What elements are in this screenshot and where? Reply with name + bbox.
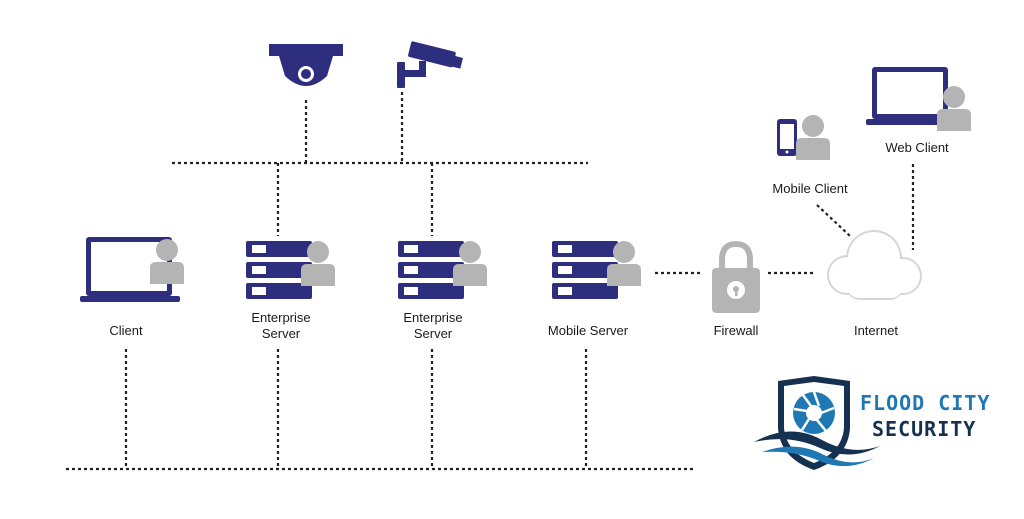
firewall-node: Firewall	[712, 240, 760, 338]
web-client-node: Web Client	[866, 67, 971, 155]
client-node: Client	[80, 237, 184, 338]
person-icon	[796, 115, 830, 160]
internet-label: Internet	[854, 323, 898, 338]
padlock-icon	[712, 240, 760, 313]
connection-lines	[66, 92, 915, 471]
dome-camera-icon	[269, 44, 343, 86]
enterprise-server-1-label-line2: Server	[262, 326, 301, 341]
laptop-icon	[866, 67, 954, 125]
web-client-label: Web Client	[885, 140, 949, 155]
logo-text-line1: FLOOD CITY	[860, 391, 990, 415]
bullet-camera-icon	[397, 41, 463, 88]
firewall-label: Firewall	[714, 323, 759, 338]
cloud-icon	[827, 230, 922, 300]
enterprise-server-2-node: Enterprise Server	[398, 241, 487, 341]
client-label: Client	[109, 323, 143, 338]
smartphone-icon	[777, 119, 797, 156]
mobile-client-label: Mobile Client	[772, 181, 848, 196]
enterprise-server-1-label-line1: Enterprise	[251, 310, 310, 325]
logo-text-line2: SECURITY	[872, 417, 976, 441]
enterprise-server-1-node: Enterprise Server	[246, 241, 335, 341]
flood-city-security-logo: FLOOD CITY SECURITY	[754, 376, 990, 470]
mobile-server-label: Mobile Server	[548, 323, 629, 338]
shield-logo-icon	[754, 376, 880, 470]
mobile-server-node: Mobile Server	[548, 241, 641, 338]
enterprise-server-2-label-line2: Server	[414, 326, 453, 341]
enterprise-server-2-label-line1: Enterprise	[403, 310, 462, 325]
mobile-client-line	[816, 204, 851, 237]
mobile-client-node: Mobile Client	[772, 115, 848, 196]
internet-node: Internet	[827, 230, 922, 338]
